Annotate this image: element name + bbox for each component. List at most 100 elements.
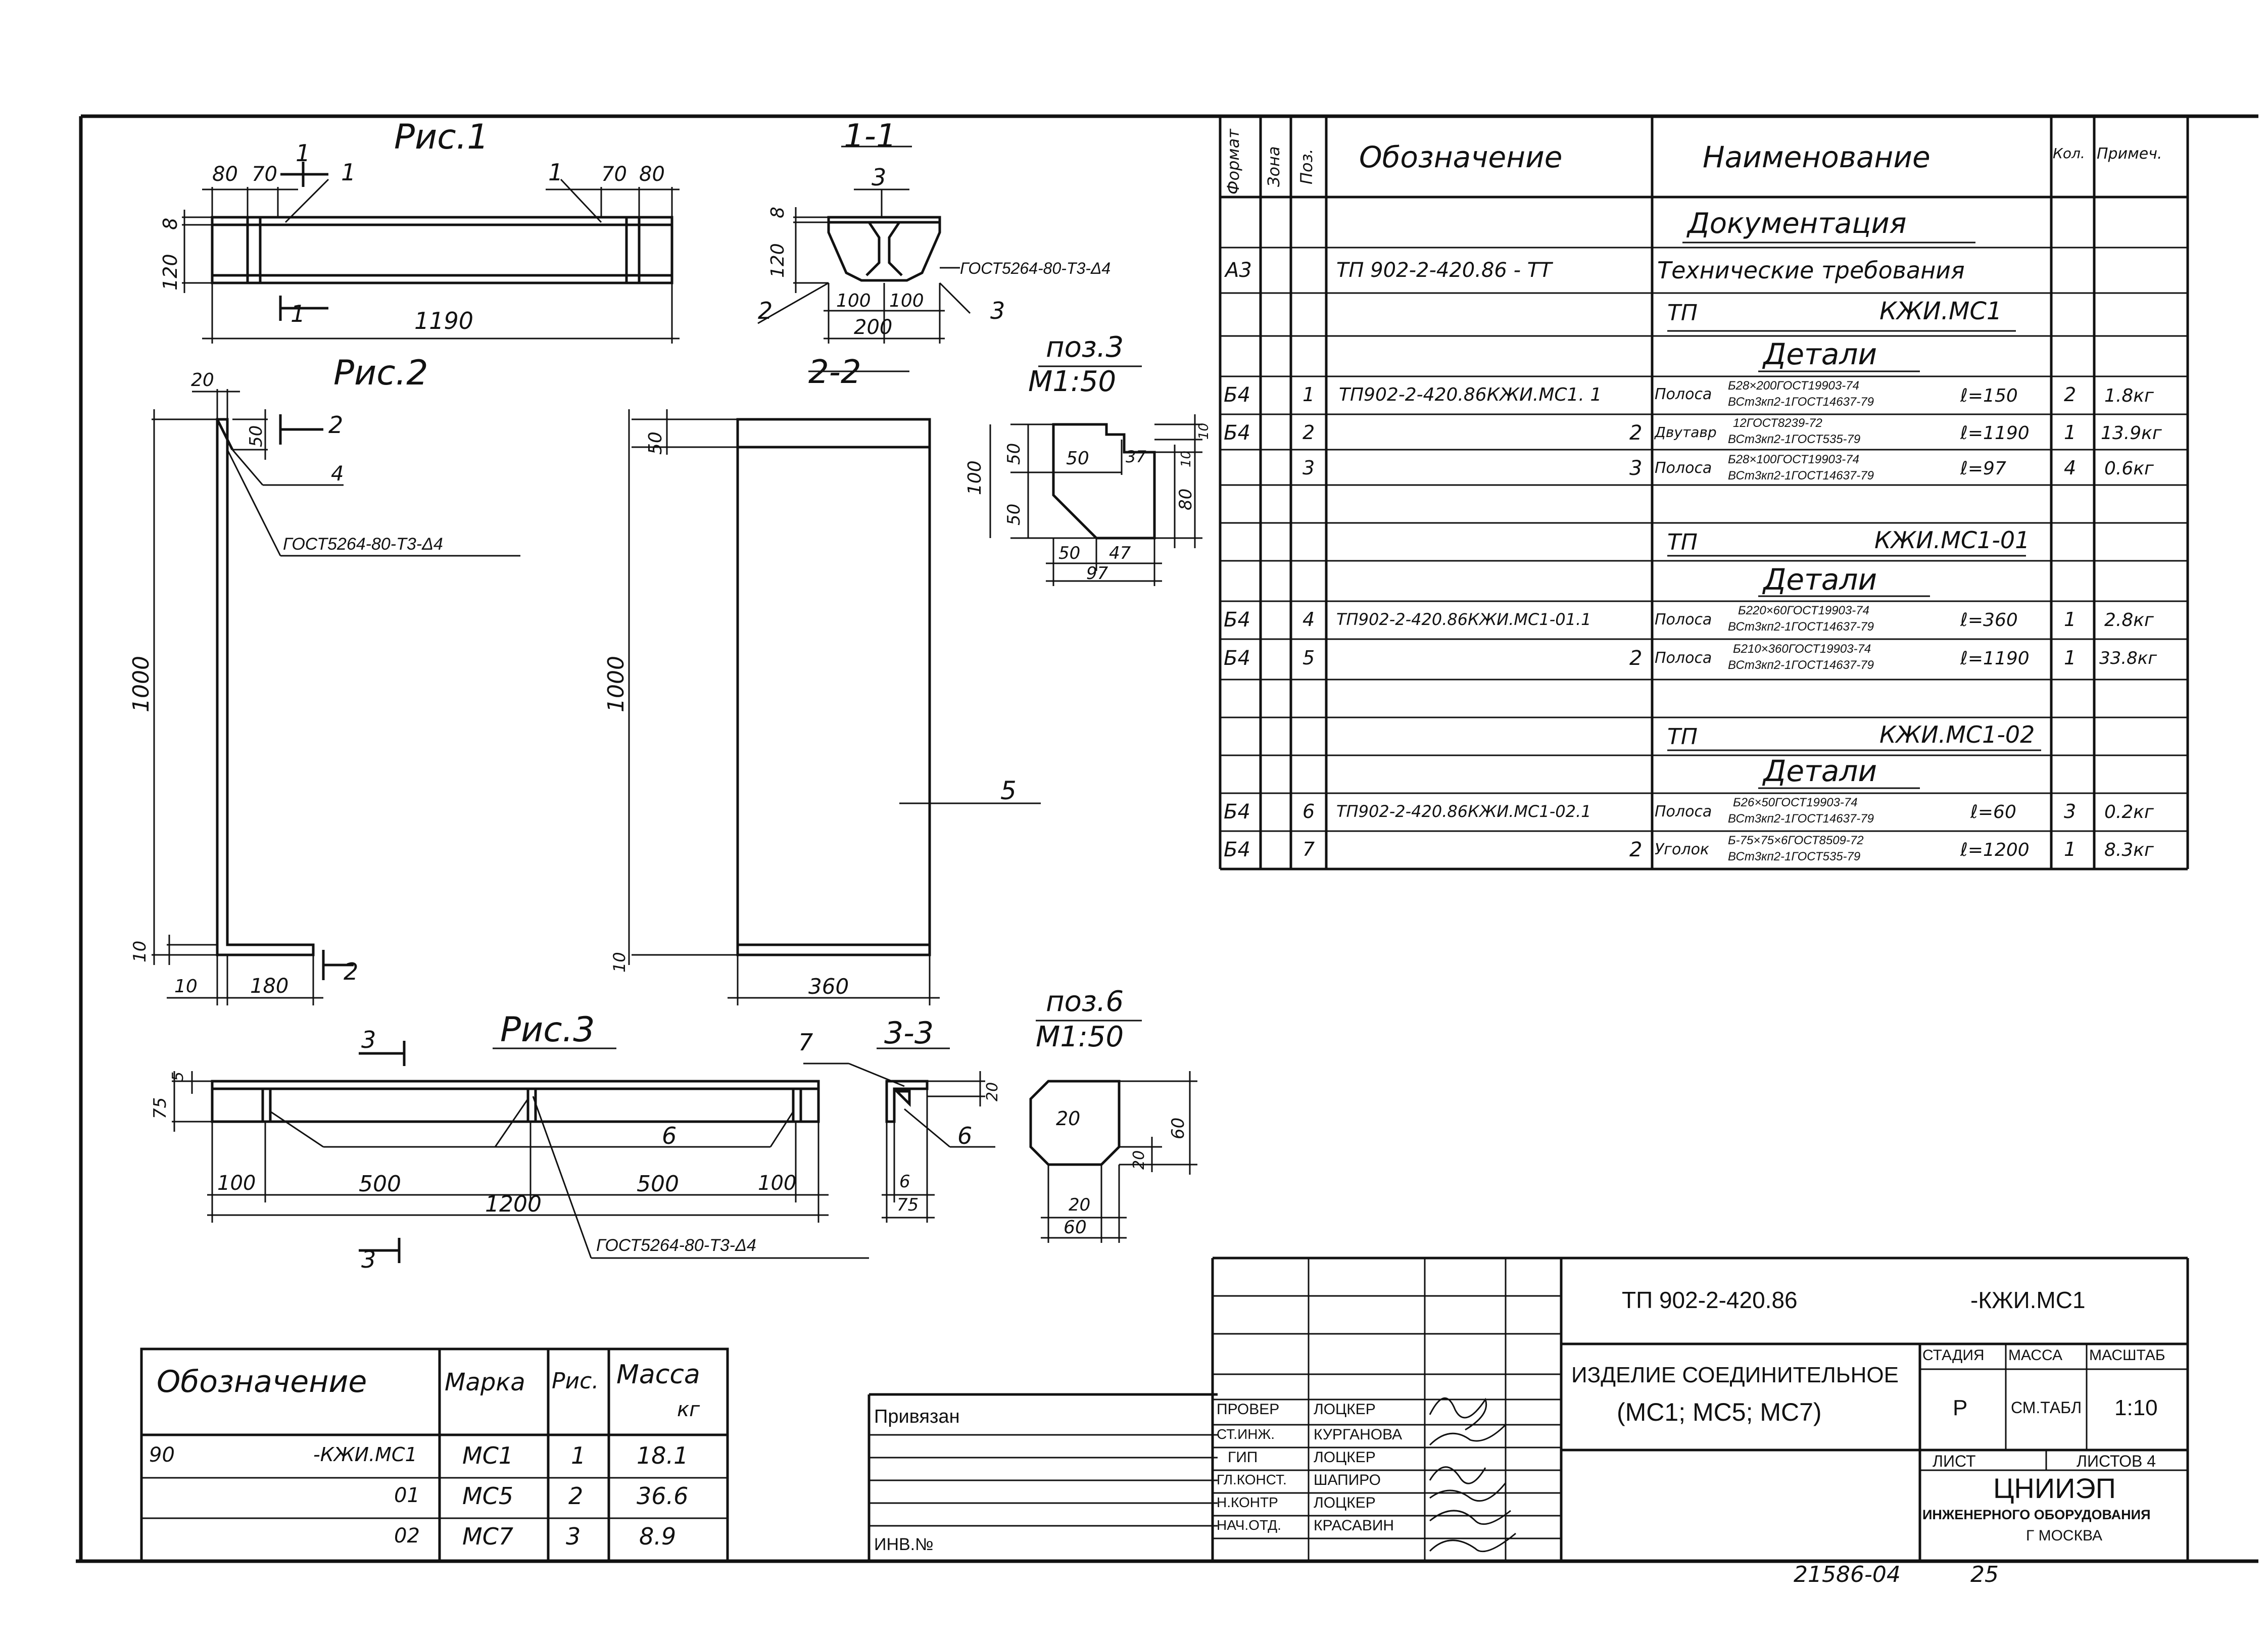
spec-header-pos: Поз. (1297, 149, 1316, 184)
fig3-dim-75: 75 (150, 1097, 170, 1119)
mass-header-mass: Масса (616, 1360, 700, 1390)
spec-r2-format: Б4 (1224, 383, 1250, 407)
pos3-scale: М1:50 (1028, 365, 1117, 398)
pos3-title: поз.3 (1046, 331, 1124, 364)
spec-r6-note: 33.8кг (2099, 648, 2157, 668)
fig1-dim-70b: 70 (601, 163, 627, 186)
spec-r7-format: Б4 (1224, 800, 1250, 824)
fig3-dim-500a: 500 (359, 1171, 401, 1197)
spec-r5-steel: ВСт3кп2-1ГОСТ14637-79 (1728, 620, 1874, 634)
pos6-dim-20a: 20 (1056, 1107, 1081, 1130)
title-sheet-header: ЛИСТ (1933, 1452, 1976, 1470)
spec-r7-note: 0.2кг (2104, 802, 2154, 823)
spec-r6-qty: 1 (2064, 647, 2077, 669)
title-product-line1: ИЗДЕЛИЕ СОЕДИНИТЕЛЬНОЕ (1571, 1363, 1899, 1387)
sec33-callout-6: 6 (957, 1122, 973, 1149)
fig2-callout-cut-bottom: 2 (344, 958, 359, 985)
fig1-dim-8: 8 (159, 217, 181, 230)
pos3-dim-50b: 50 (1004, 503, 1024, 525)
spec-r7-name: Полоса (1655, 803, 1712, 820)
spec-r5-format: Б4 (1224, 608, 1250, 632)
mass-row2-mark: МС5 (462, 1482, 514, 1510)
spec-r5-designation: ТП902-2-420.86КЖИ.МС1-01.1 (1336, 610, 1591, 629)
sec22-callout-5: 5 (1000, 776, 1017, 805)
pos6-dim-60b: 60 (1064, 1217, 1087, 1238)
spec-r5-profile: Б220×60ГОСТ19903-74 (1738, 604, 1869, 617)
fig3-callout-6: 6 (662, 1122, 677, 1149)
spec-r6-length: ℓ=1190 (1960, 648, 2030, 669)
pos3-drawing (989, 365, 1202, 586)
sec11-callout-top: 3 (872, 164, 887, 191)
spec-header-qty: Кол. (2053, 145, 2085, 162)
title-role-3: ГИП (1228, 1449, 1258, 1466)
sec11-drawing (757, 146, 971, 344)
spec-r7-designation: ТП902-2-420.86КЖИ.МС1-02.1 (1336, 802, 1591, 821)
fig1-dim-80b: 80 (639, 163, 665, 186)
title-doc-code: ТП 902-2-420.86 (1622, 1287, 1798, 1313)
title-name-5: ЛОЦКЕР (1314, 1494, 1376, 1511)
pos3-dim-10b: 10 (1179, 450, 1194, 467)
fig3-dim-5: 5 (169, 1071, 187, 1081)
spec-tp2-left: ТП (1667, 529, 1698, 555)
sec11-dim-100b: 100 (889, 291, 924, 311)
fig1-callout-cut-top: 1 (296, 139, 311, 167)
fig2-title: Рис.2 (333, 353, 428, 393)
spec-header-designation: Обозначение (1359, 140, 1563, 174)
title-role-2: СТ.ИНЖ. (1217, 1426, 1275, 1442)
pos3-dim-47: 47 (1109, 543, 1131, 563)
fig2-dim-50: 50 (246, 425, 266, 447)
spec-r2-name: Полоса (1655, 385, 1712, 403)
title-org-name: ЦНИИЭП (1993, 1472, 2116, 1504)
mass-row2-fig: 2 (568, 1482, 584, 1510)
spec-r7-profile: Б26×50ГОСТ19903-74 (1733, 796, 1858, 809)
spec-r8-steel: ВСт3кп2-1ГОСТ535-79 (1728, 850, 1861, 863)
title-doc-suffix: -КЖИ.МС1 (1970, 1287, 2086, 1313)
sec11-dim-120: 120 (767, 243, 788, 278)
title-name-4: ШАПИРО (1314, 1472, 1381, 1488)
spec-r3-designation: 2 (1629, 421, 1643, 445)
spec-table-grid (1219, 116, 2189, 871)
title-role-6: НАЧ.ОТД. (1217, 1517, 1281, 1533)
sec22-dim-50: 50 (645, 431, 666, 455)
spec-r6-profile: Б210×360ГОСТ19903-74 (1733, 642, 1871, 656)
mass-header-fig: Рис. (552, 1368, 599, 1394)
mass-row3-mass: 8.9 (639, 1523, 677, 1550)
title-stage-value: Р (1953, 1395, 1968, 1420)
title-scale-header: МАСШТАБ (2089, 1347, 2165, 1364)
spec-heading-details-1: Детали (1763, 337, 1877, 371)
pos3-dim-100: 100 (964, 460, 985, 495)
sec33-dim-20: 20 (984, 1082, 1001, 1101)
title-bound-label: Привязан (874, 1406, 960, 1427)
sec22-dim-1000: 1000 (603, 656, 629, 712)
mass-header-designation: Обозначение (157, 1364, 367, 1399)
fig3-drawing (172, 1041, 869, 1263)
sec22-title: 2-2 (808, 354, 861, 391)
fig3-dim-100b: 100 (758, 1172, 797, 1195)
spec-r8-name: Уголок (1655, 841, 1710, 858)
spec-r7-pos: 6 (1302, 800, 1315, 823)
pos6-dim-20b: 20 (1130, 1150, 1148, 1170)
title-mass-header: МАССА (2008, 1347, 2063, 1364)
fig1-callout-right: 1 (548, 159, 563, 186)
spec-r4-note: 0.6кг (2104, 458, 2154, 479)
fig3-dim-100a: 100 (217, 1172, 256, 1195)
title-inv-label: ИНВ.№ (874, 1535, 934, 1554)
fig2-callout-4: 4 (331, 462, 344, 486)
spec-r2-qty: 2 (2064, 383, 2077, 406)
title-name-2: КУРГАНОВА (1314, 1426, 1403, 1443)
fig3-callout-cut-top: 3 (361, 1026, 376, 1053)
mass-table-grid (140, 1347, 729, 1563)
spec-r3-pos: 2 (1302, 421, 1315, 444)
fig2-callout-cut-top: 2 (328, 411, 344, 439)
mass-row1-fig: 1 (571, 1442, 586, 1469)
spec-r7-steel: ВСт3кп2-1ГОСТ14637-79 (1728, 812, 1874, 826)
fig3-weld-gost: ГОСТ5264-80-Т3-Δ4 (596, 1236, 756, 1255)
mass-header-mass-unit: кг (677, 1398, 700, 1421)
spec-heading-details-3: Детали (1763, 754, 1877, 788)
title-role-4: ГЛ.КОНСТ. (1217, 1472, 1287, 1487)
spec-r5-note: 2.8кг (2104, 610, 2154, 631)
title-name-3: ЛОЦКЕР (1314, 1449, 1376, 1466)
fig2-dim-180: 180 (250, 975, 289, 998)
spec-r5-pos: 4 (1302, 608, 1315, 631)
